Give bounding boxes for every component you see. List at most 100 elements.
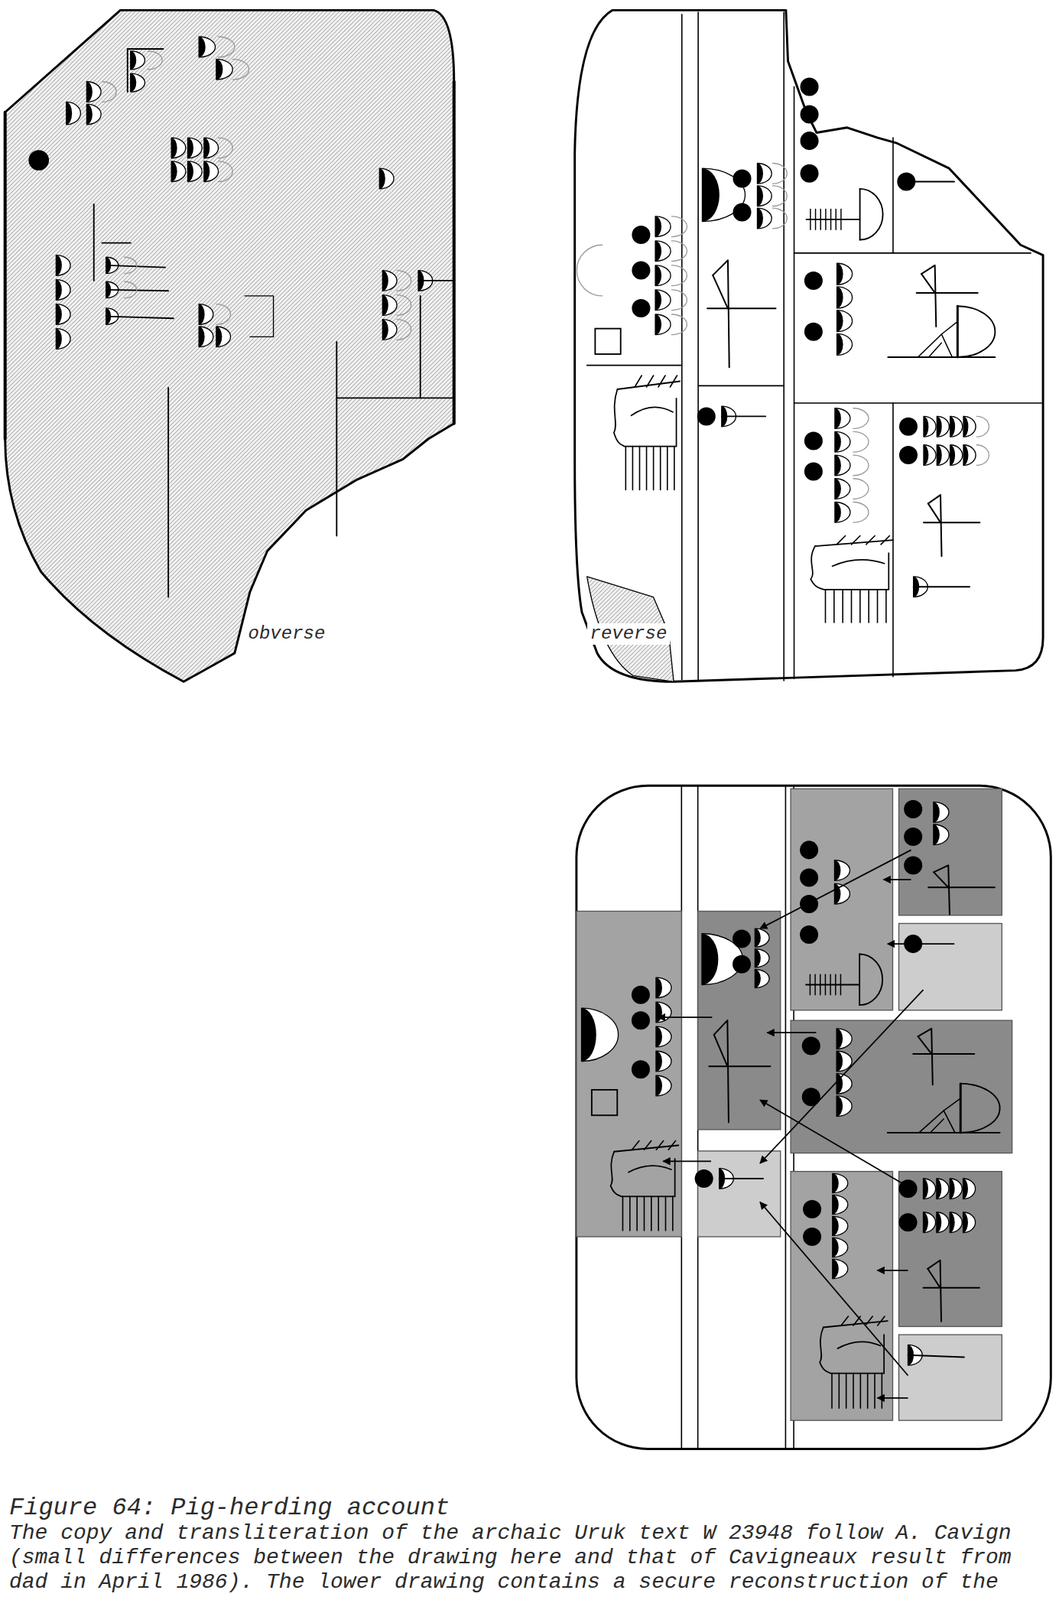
numeral-wedge xyxy=(963,445,976,466)
numeral-wedge-head xyxy=(86,81,92,103)
sign-stroke xyxy=(876,589,878,623)
numeral-wedge-head xyxy=(756,207,763,229)
numeral-wedge-head xyxy=(834,501,841,523)
numeral-wedge xyxy=(963,415,976,437)
sign-stroke xyxy=(831,1373,833,1409)
sign-stroke xyxy=(845,1373,848,1409)
numeral-wedge-head xyxy=(836,1028,843,1050)
sign-stroke xyxy=(419,295,422,398)
sign-stroke xyxy=(917,334,952,358)
sign-stroke xyxy=(927,494,942,556)
transfer-arrow xyxy=(877,1396,908,1399)
numeral-dot xyxy=(803,322,822,342)
sign-stroke xyxy=(840,974,842,995)
numeral-dot xyxy=(802,1199,822,1219)
sign-stroke xyxy=(793,252,1031,254)
figure-title: Figure 64: Pig-herding account xyxy=(9,1494,450,1521)
numeral-wedge-head xyxy=(55,279,62,301)
sign-stroke xyxy=(629,1195,631,1231)
entry-box xyxy=(899,1171,1003,1327)
numeral-dot xyxy=(696,406,715,426)
sign-stroke xyxy=(859,188,883,241)
numeral-wedge xyxy=(754,948,770,968)
numeral-wedge-ghost xyxy=(396,270,412,292)
numeral-wedge-head xyxy=(655,289,662,311)
numeral-wedge-head xyxy=(949,445,955,466)
numeral-wedge xyxy=(836,1073,852,1095)
sign-stroke xyxy=(3,112,7,439)
sign-stroke xyxy=(819,1327,884,1374)
numeral-dot xyxy=(903,799,923,819)
sign-square xyxy=(591,1089,618,1115)
sign-stroke xyxy=(918,1036,933,1054)
sign-stroke xyxy=(126,48,129,92)
numeral-wedge-head xyxy=(936,445,942,466)
sign-stroke xyxy=(852,1373,855,1409)
entry-box xyxy=(698,1150,781,1237)
sign-stroke xyxy=(834,974,836,995)
numeral-wedge-head xyxy=(834,431,841,452)
sign-stroke xyxy=(824,589,826,623)
numeral-wedge xyxy=(836,1028,852,1050)
numeral-wedge xyxy=(949,1178,962,1199)
numeral-wedge-head xyxy=(171,137,177,159)
sign-stroke xyxy=(656,1140,663,1150)
sign-stroke xyxy=(610,1151,676,1197)
numeral-wedge-head xyxy=(836,1095,843,1117)
sign-stroke xyxy=(831,559,884,566)
numeral-dot xyxy=(732,203,751,222)
numeral-wedge xyxy=(836,1095,852,1117)
numeral-wedge-head xyxy=(382,295,388,316)
numeral-wedge-head xyxy=(188,137,194,159)
tablet-outline xyxy=(5,9,455,682)
numeral-wedge-head xyxy=(754,948,761,968)
numeral-wedge xyxy=(86,81,101,103)
numeral-wedge-ghost xyxy=(232,58,249,80)
numeral-wedge-ghost xyxy=(396,295,412,316)
transfer-arrow xyxy=(760,1099,904,1183)
numeral-dot xyxy=(799,840,819,859)
numeral-wedge xyxy=(130,73,146,92)
numeral-wedge-head xyxy=(756,162,763,184)
tablet-drawing xyxy=(566,0,1056,686)
numeral-wedge xyxy=(836,310,852,332)
numeral-wedge-head xyxy=(55,304,62,325)
entry-box xyxy=(790,788,893,1011)
numeral-wedge-ghost xyxy=(949,445,962,466)
sign-stroke xyxy=(666,446,669,491)
sign-stroke xyxy=(167,387,169,598)
numeral-dot xyxy=(903,855,923,874)
sign-stroke xyxy=(941,321,958,335)
sign-stroke xyxy=(923,1286,980,1289)
numeral-wedge-ghost xyxy=(772,162,787,184)
numeral-wedge xyxy=(834,883,850,904)
numeral-wedge-head xyxy=(216,58,224,80)
numeral-wedge-head xyxy=(936,415,942,437)
sign-stroke xyxy=(814,209,816,231)
numeral-wedge xyxy=(655,240,671,262)
numeral-wedge xyxy=(754,968,770,988)
numeral-wedge-head xyxy=(834,478,841,500)
sign-stroke xyxy=(630,406,673,416)
numeral-dot xyxy=(28,149,49,171)
numeral-wedge xyxy=(756,162,772,184)
numeral-wedge xyxy=(382,295,397,316)
numeral-dot xyxy=(799,867,819,887)
numeral-wedge-ghost xyxy=(852,501,868,523)
numeral-wedge xyxy=(834,478,850,500)
numeral-wedge-head xyxy=(923,1178,929,1199)
sign-stroke xyxy=(840,209,842,231)
sign-stroke xyxy=(628,1165,672,1173)
sign-stroke xyxy=(885,589,887,623)
sign-stroke xyxy=(933,871,949,887)
numeral-wedge-ghost xyxy=(852,408,868,429)
numeral-wedge xyxy=(55,328,71,350)
numeral-wedge xyxy=(936,445,949,466)
sign-stroke xyxy=(719,1177,764,1180)
numeral-wedge xyxy=(656,1075,672,1096)
numeral-wedge-head xyxy=(949,1211,955,1233)
sign-stroke xyxy=(672,1195,674,1231)
numeral-dot xyxy=(802,1087,821,1106)
numeral-wedge xyxy=(963,1178,976,1199)
sign-stroke xyxy=(912,1052,975,1055)
